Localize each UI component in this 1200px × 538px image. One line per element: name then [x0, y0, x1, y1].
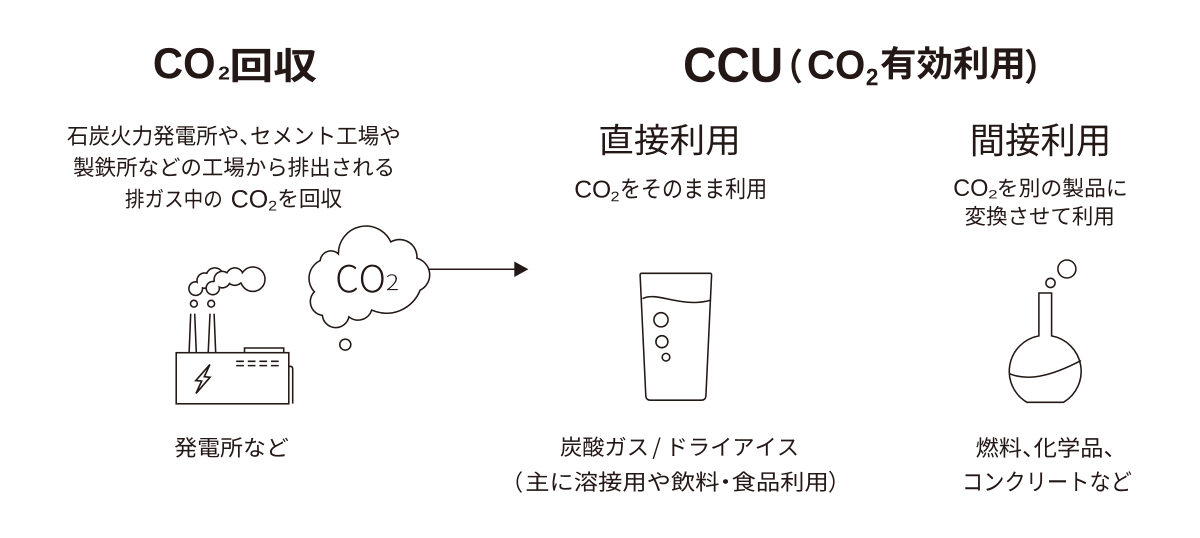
factory-chimney-left [188, 313, 198, 353]
title-ccu-glyphs [685, 46, 1036, 86]
factory-icon [175, 266, 294, 405]
factory-smoke-plume-right [205, 266, 266, 296]
glass-caption-glyphs [516, 436, 835, 493]
glass-bubble-2 [655, 334, 669, 349]
glass-liquid-wave [642, 295, 711, 304]
flask-outline [1008, 292, 1082, 404]
factory-caption-glyphs [174, 437, 289, 458]
factory-smoke-ring-left [189, 299, 199, 308]
lightning-bolt-icon [194, 363, 212, 395]
factory-smoke-ring-right [207, 299, 216, 308]
indirect-use-description-glyphs [954, 177, 1126, 226]
flask-caption-glyphs [965, 437, 1132, 492]
direct-use-heading-glyphs [600, 123, 737, 156]
factory-chimney-right [207, 313, 217, 353]
indirect-use-heading-glyphs [972, 123, 1108, 157]
left-description-glyphs [67, 125, 399, 211]
arrow-head [514, 261, 529, 277]
cloud-trail-bubble [339, 338, 352, 351]
flask-bubble-small [1045, 277, 1056, 289]
arrow-right-icon [429, 261, 529, 277]
title-co2-capture-glyphs [154, 47, 317, 83]
glass-bubble-1 [653, 311, 669, 328]
factory-building [175, 351, 290, 405]
direct-use-description-glyphs [575, 177, 765, 202]
flask-liquid-wave [1009, 359, 1082, 378]
co2-cloud-icon [308, 225, 431, 351]
co2-cloud-label-glyphs [337, 264, 398, 293]
factory-rooftop-box [243, 347, 285, 353]
glass-bubble-3 [661, 352, 671, 362]
glass-outline [639, 272, 713, 401]
cloud-outline [308, 225, 431, 329]
factory-pipe [288, 365, 294, 404]
flask-icon [1008, 259, 1082, 404]
flask-bubble-large [1057, 259, 1077, 279]
soda-glass-icon [639, 272, 713, 401]
